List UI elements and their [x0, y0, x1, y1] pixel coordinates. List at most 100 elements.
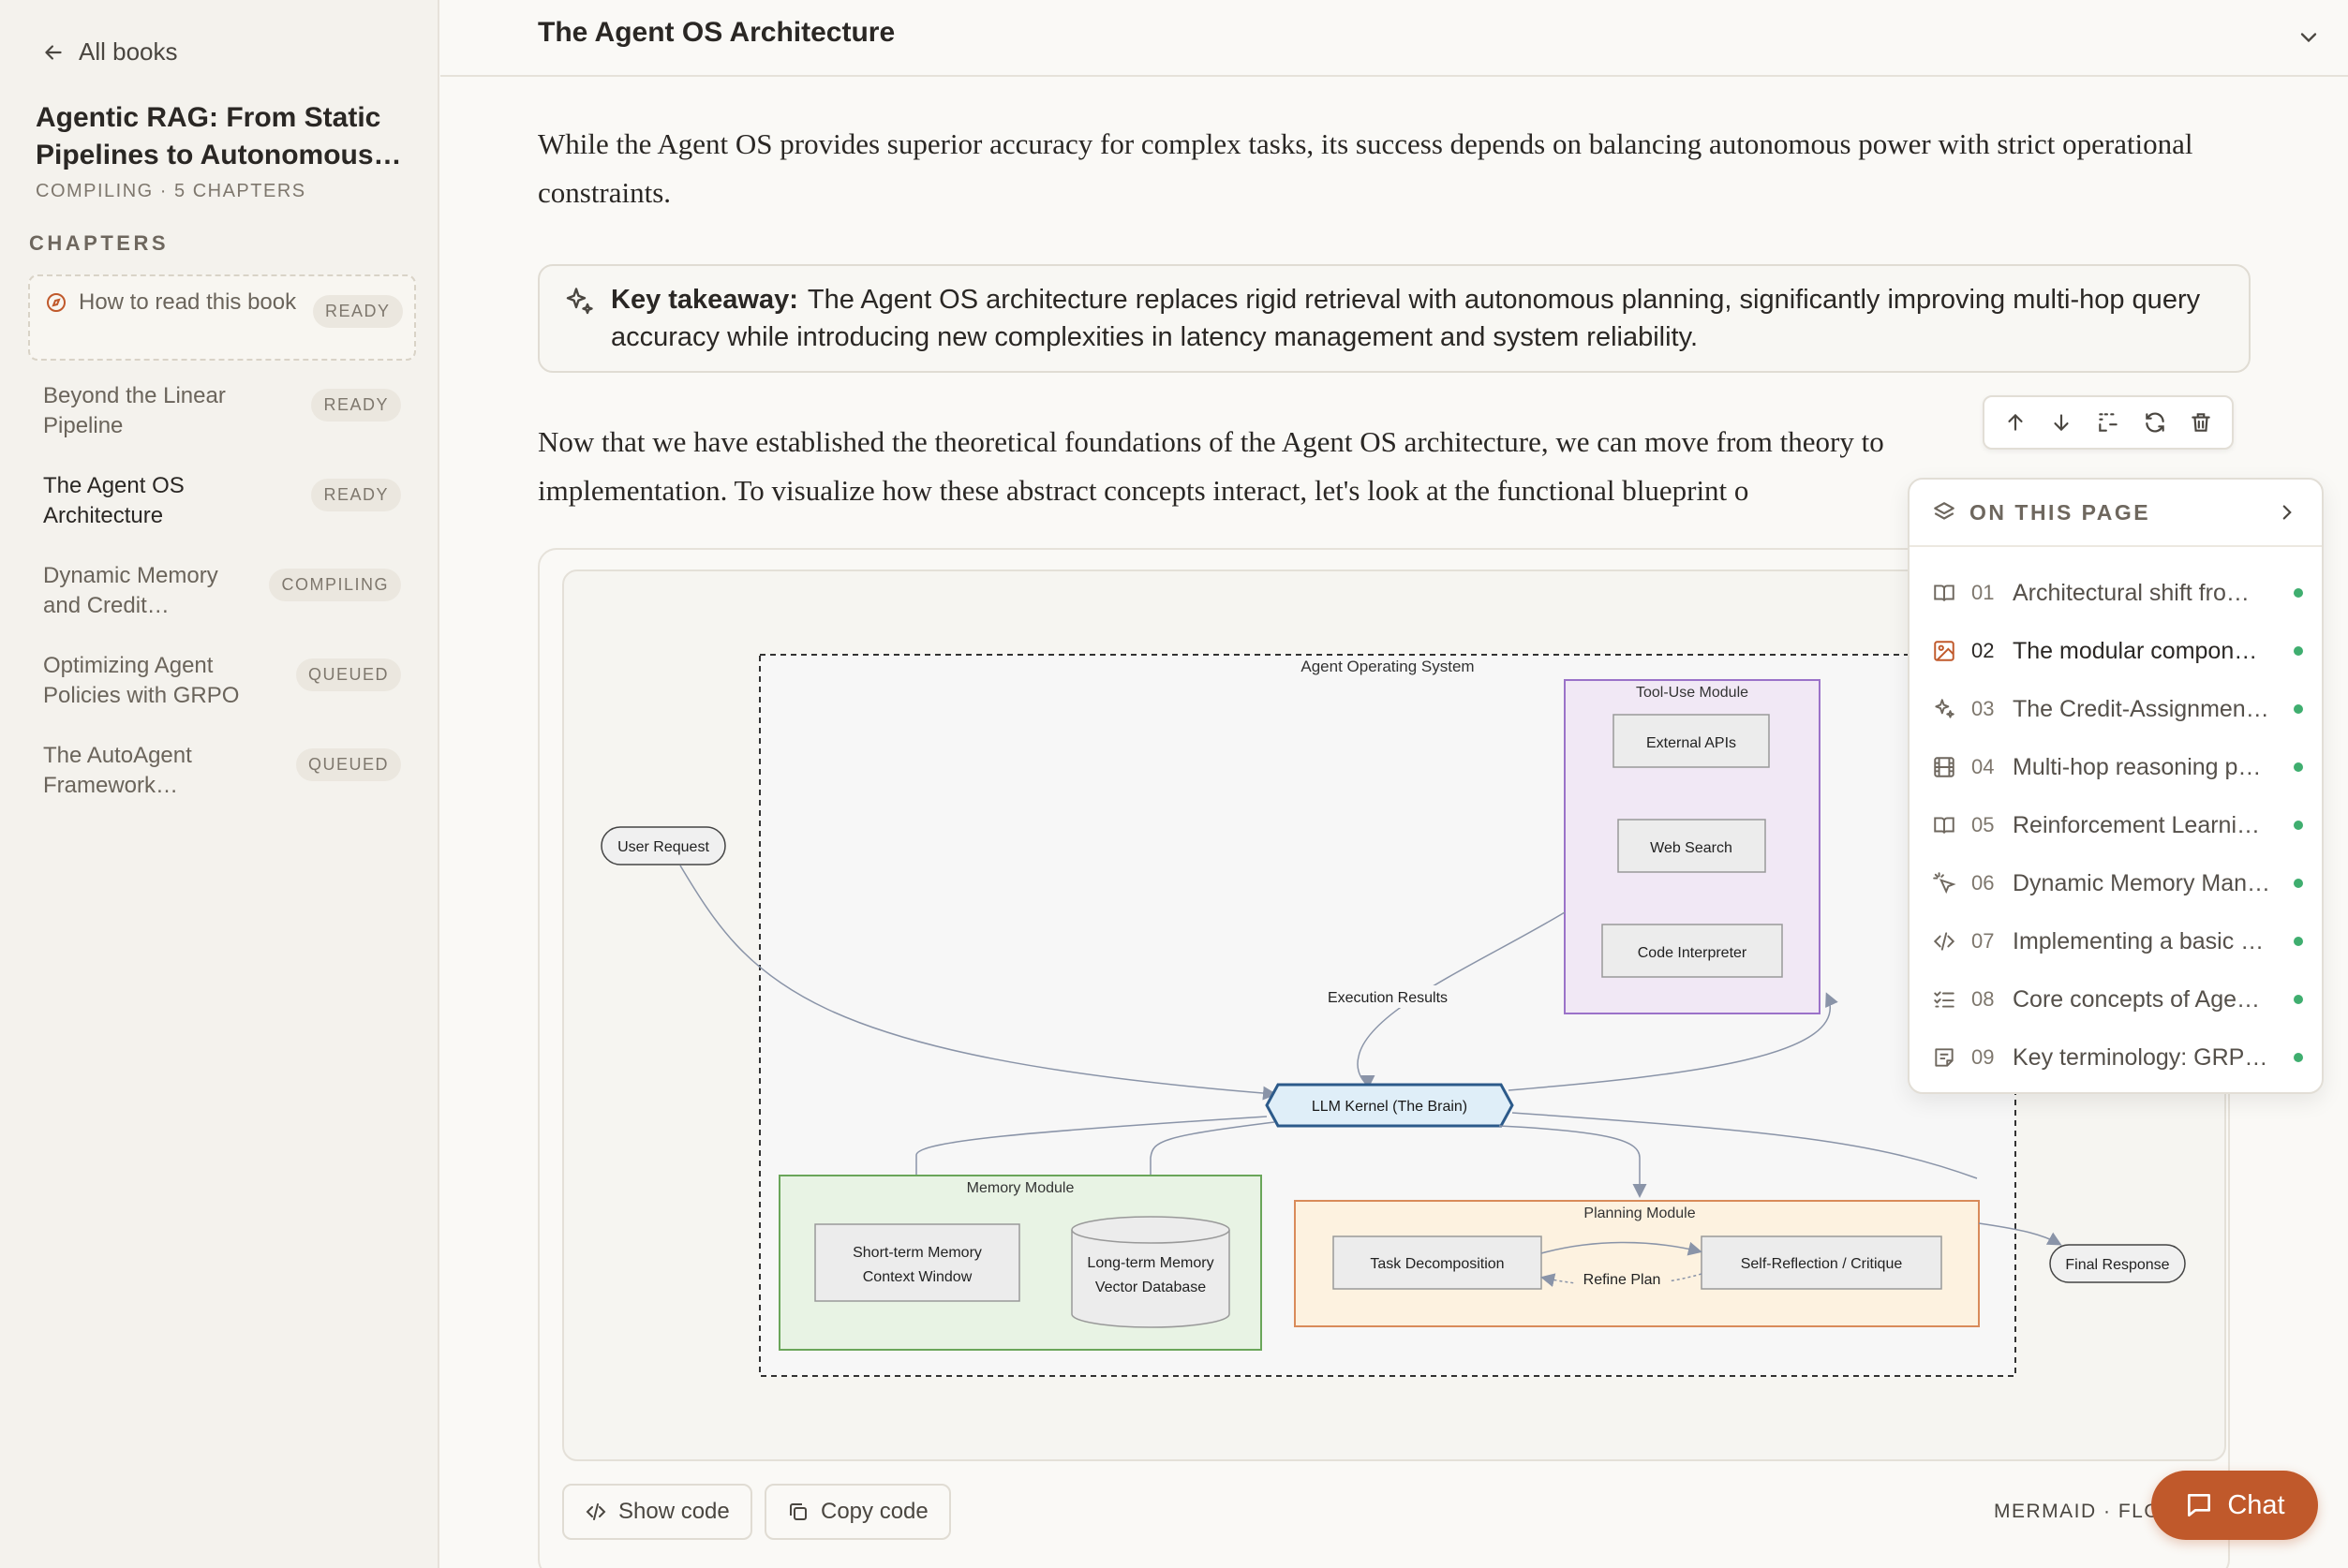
layers-icon	[1934, 502, 1954, 520]
chat-button[interactable]: Chat	[2151, 1471, 2318, 1540]
status-dot	[2294, 588, 2303, 598]
move-down-button[interactable]	[2048, 409, 2074, 436]
copy-code-label: Copy code	[821, 1499, 929, 1524]
sidebar: All books Agentic RAG: From Static Pipel…	[0, 0, 439, 1568]
final-response-node[interactable]	[2049, 1244, 2186, 1283]
status-badge: READY	[311, 389, 401, 422]
delete-block-button[interactable]	[2188, 409, 2214, 436]
compass-icon	[47, 293, 66, 312]
status-badge: COMPILING	[269, 569, 401, 601]
chapter-item-agent-os[interactable]: The Agent OS Architecture READY	[28, 460, 416, 546]
code-icon	[1933, 932, 1955, 951]
chapter-title: The AutoAgent Framework…	[43, 743, 192, 798]
refresh-icon	[2145, 412, 2164, 433]
toc-number: 07	[1971, 929, 1995, 953]
chevron-right-icon[interactable]	[2275, 500, 2299, 525]
page-header: The Agent OS Architecture	[440, 0, 2348, 77]
note-icon	[1935, 1048, 1954, 1067]
paragraph: Now that we have established the theoret…	[538, 425, 1884, 507]
toc-label: Reinforcement Learni…	[2013, 811, 2261, 838]
toc-item-03[interactable]: 03 The Credit-Assignmen…	[1910, 680, 2322, 738]
web-search-node[interactable]	[1617, 819, 1766, 873]
short-term-memory-node[interactable]	[814, 1223, 1020, 1302]
architecture-diagram: Agent Operating System Tool-Use Module E…	[601, 654, 2186, 1377]
code-icon	[586, 1503, 606, 1520]
chapter-item-how-to-read[interactable]: How to read this book READY	[28, 274, 416, 361]
toc-label: Core concepts of Age…	[2013, 985, 2261, 1013]
toc-label: Key terminology: GRP…	[2013, 1043, 2268, 1071]
copy-icon	[790, 1503, 807, 1520]
self-reflection-node[interactable]	[1701, 1235, 1942, 1290]
toc-number: 06	[1971, 871, 1995, 895]
status-badge: READY	[311, 479, 401, 511]
chapter-title: Dynamic Memory and Credit…	[43, 563, 218, 618]
memory-module-label: Memory Module	[967, 1180, 1075, 1196]
toc-number: 02	[1971, 639, 1995, 662]
toc-item-07[interactable]: 07 Implementing a basic …	[1910, 912, 2322, 970]
checklist-icon	[1934, 991, 1954, 1008]
self-reflection-label: Self-Reflection / Critique	[1741, 1256, 1903, 1272]
toc-number: 05	[1971, 813, 1995, 836]
external-apis-node[interactable]	[1612, 714, 1770, 768]
status-dot	[2294, 704, 2303, 714]
toc-item-08[interactable]: 08 Core concepts of Age…	[1910, 970, 2322, 1028]
toc-number: 01	[1971, 581, 1995, 604]
user-request-node[interactable]	[601, 826, 726, 865]
toc-item-06[interactable]: 06 Dynamic Memory Man…	[1910, 854, 2322, 912]
toc-item-05[interactable]: 05 Reinforcement Learni…	[1910, 796, 2322, 854]
long-term-memory-node[interactable]	[1071, 1230, 1230, 1328]
vector-database-label: Vector Database	[1095, 1280, 1206, 1295]
key-takeaway-callout: Key takeaway:The Agent OS architecture r…	[538, 264, 2251, 373]
diagram-type-label: MERMAID · FLOW	[1994, 1501, 2181, 1522]
status-dot	[2294, 821, 2303, 830]
chapter-title: Beyond the Linear Pipeline	[43, 383, 226, 438]
chapter-item-dynamic-memory[interactable]: Dynamic Memory and Credit… COMPILING	[28, 550, 416, 636]
book-icon	[1934, 817, 1954, 834]
film-icon	[1934, 757, 1954, 777]
final-response-label: Final Response	[2065, 1257, 2169, 1273]
toc-heading: ON THIS PAGE	[1969, 499, 2151, 525]
book-icon	[1934, 584, 1954, 601]
task-decomposition-node[interactable]	[1332, 1235, 1542, 1290]
toc-number: 09	[1971, 1045, 1995, 1069]
chapter-item-autoagent[interactable]: The AutoAgent Framework… QUEUED	[28, 730, 416, 816]
sparkle-icon	[1935, 699, 1954, 718]
toc-header[interactable]: ON THIS PAGE	[1910, 480, 2322, 547]
regenerate-button[interactable]	[2142, 409, 2168, 436]
convert-block-button[interactable]	[2095, 409, 2121, 436]
move-up-button[interactable]	[2002, 409, 2028, 436]
status-dot	[2294, 937, 2303, 946]
toc-label: Implementing a basic …	[2013, 927, 2265, 954]
all-books-link[interactable]: All books	[41, 37, 178, 67]
tool-use-module-label: Tool-Use Module	[1636, 685, 1748, 701]
all-books-label: All books	[79, 37, 178, 66]
chapters-heading: CHAPTERS	[29, 231, 170, 255]
toc-item-09[interactable]: 09 Key terminology: GRP…	[1910, 1028, 2322, 1087]
status-badge: QUEUED	[295, 658, 401, 691]
arrow-left-icon	[45, 44, 62, 60]
status-dot	[2294, 762, 2303, 772]
toc-item-01[interactable]: 01 Architectural shift fro…	[1910, 564, 2322, 622]
toc-item-04[interactable]: 04 Multi-hop reasoning p…	[1910, 738, 2322, 796]
copy-code-button[interactable]: Copy code	[765, 1484, 951, 1540]
status-badge: READY	[313, 295, 403, 328]
takeaway-text: Key takeaway:The Agent OS architecture r…	[611, 281, 2226, 371]
chapter-item-grpo[interactable]: Optimizing Agent Policies with GRPO QUEU…	[28, 640, 416, 726]
status-badge: QUEUED	[295, 748, 401, 781]
page-title: The Agent OS Architecture	[538, 17, 896, 48]
toc-item-02[interactable]: 02 The modular compon…	[1910, 622, 2322, 680]
click-icon	[1933, 872, 1956, 895]
show-code-label: Show code	[618, 1499, 730, 1524]
status-dot	[2294, 879, 2303, 888]
chevron-down-icon[interactable]	[2296, 24, 2322, 51]
code-interpreter-node[interactable]	[1601, 924, 1783, 978]
external-apis-label: External APIs	[1646, 735, 1736, 751]
toc-number: 04	[1971, 755, 1995, 778]
arrow-up-icon	[2008, 413, 2023, 431]
code-interpreter-label: Code Interpreter	[1638, 945, 1747, 961]
chapter-title: How to read this book	[79, 289, 297, 315]
chapter-item-beyond-linear[interactable]: Beyond the Linear Pipeline READY	[28, 370, 416, 456]
show-code-button[interactable]: Show code	[562, 1484, 752, 1540]
paragraph: While the Agent OS provides superior acc…	[538, 127, 2193, 209]
